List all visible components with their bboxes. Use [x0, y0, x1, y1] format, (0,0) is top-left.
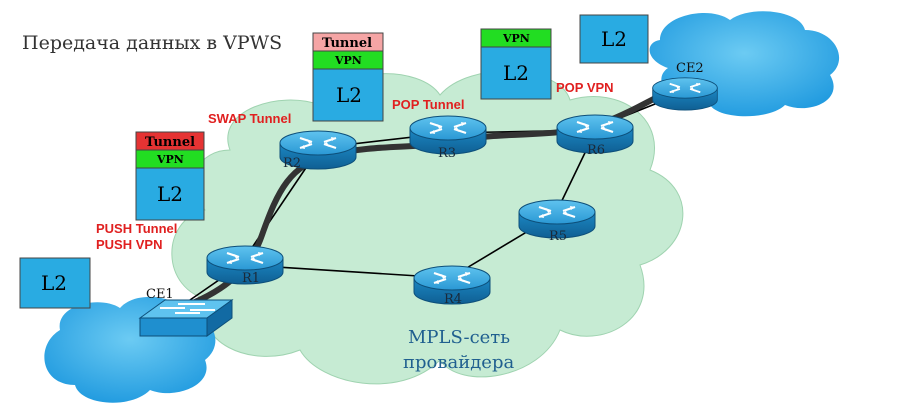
router-r2[interactable]: R2	[278, 129, 358, 171]
ce2-label: CE2	[676, 61, 704, 76]
ce1-label: CE1	[146, 287, 174, 302]
router-r6[interactable]: R6	[555, 113, 635, 158]
router-r3[interactable]: R3	[408, 114, 488, 161]
router-r3-label: R3	[438, 146, 456, 161]
packet-ce1-l2: L2	[41, 271, 67, 295]
router-r2-label: R2	[283, 156, 301, 171]
action-push-vpn: PUSH VPN	[96, 237, 162, 252]
packet-r3: VPN L2	[480, 28, 552, 100]
ce2-router[interactable]	[651, 76, 719, 112]
action-push-tunnel: PUSH Tunnel	[96, 221, 177, 236]
packet-r3-vpn: VPN	[502, 32, 530, 45]
action-pop-tunnel: POP Tunnel	[392, 97, 464, 112]
packet-ce1: L2	[19, 257, 91, 309]
mpls-label-line1: MPLS-сеть	[408, 327, 510, 348]
router-r5[interactable]: R5	[517, 198, 597, 244]
packet-r1-tunnel: Tunnel	[145, 135, 195, 150]
ce1-switch[interactable]	[138, 299, 234, 337]
packet-ce2-l2: L2	[601, 27, 627, 51]
packet-r1-vpn: VPN	[156, 153, 184, 166]
router-r1-label: R1	[242, 271, 260, 286]
action-pop-vpn: POP VPN	[556, 80, 614, 95]
action-swap-tunnel: SWAP Tunnel	[208, 111, 291, 126]
router-r1[interactable]: R1	[205, 244, 285, 286]
mpls-label-line2: провайдера	[403, 352, 514, 373]
page-title: Передача данных в VPWS	[22, 32, 282, 54]
packet-r2: Tunnel VPN L2	[312, 32, 384, 122]
packet-r1: Tunnel VPN L2	[135, 131, 205, 221]
packet-r3-l2: L2	[503, 61, 529, 85]
packet-r2-tunnel: Tunnel	[322, 36, 372, 51]
router-r6-label: R6	[587, 143, 605, 158]
packet-r2-l2: L2	[336, 83, 362, 107]
router-r5-label: R5	[549, 229, 567, 244]
router-r4-label: R4	[444, 292, 462, 307]
packet-r1-l2: L2	[157, 182, 183, 206]
packet-ce2: L2	[579, 14, 649, 64]
router-r4[interactable]: R4	[412, 264, 492, 307]
packet-r2-vpn: VPN	[334, 54, 362, 67]
